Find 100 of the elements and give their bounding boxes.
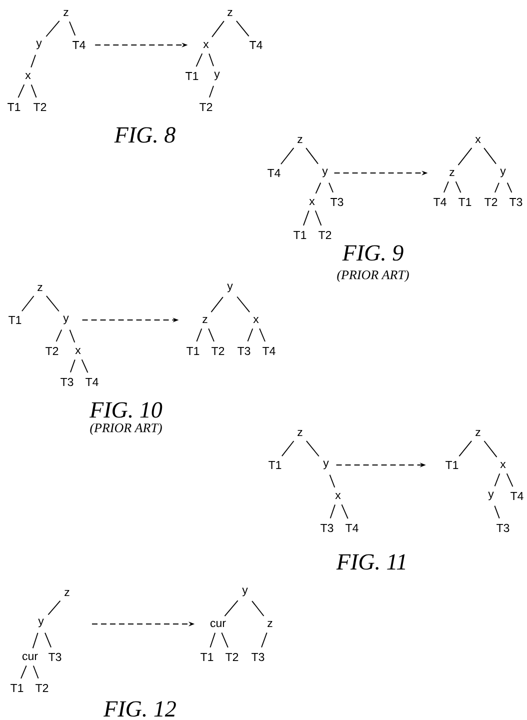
- tree-node-label: T4: [268, 169, 280, 177]
- branch-line: [20, 665, 27, 679]
- tree-node-label: T3: [496, 524, 510, 532]
- figure-caption: FIG. 10: [89, 402, 162, 418]
- tree-node-label: y: [214, 72, 220, 80]
- tree-node-label: T1: [8, 103, 20, 111]
- tree-node-label: cur: [22, 654, 38, 660]
- branch-line: [236, 296, 250, 313]
- branch-line: [212, 20, 224, 38]
- tree-node-label: x: [25, 72, 31, 80]
- tree-node-label: y: [63, 316, 69, 324]
- branch-line: [32, 665, 39, 679]
- tree-node-label: x: [75, 348, 81, 354]
- tree-node-label: T4: [72, 41, 86, 49]
- branch-line: [208, 85, 214, 98]
- tree-node-label: T1: [458, 198, 472, 206]
- branch-line: [328, 182, 334, 193]
- tree-node-label: T4: [434, 198, 446, 206]
- branch-line: [494, 473, 500, 487]
- branch-line: [48, 600, 61, 616]
- branch-line: [458, 148, 472, 166]
- tree-node-label: T1: [186, 347, 200, 355]
- tree-node-label: x: [309, 198, 315, 206]
- branch-line: [30, 84, 37, 98]
- branch-line: [330, 504, 336, 519]
- tree-node-label: T3: [510, 198, 522, 206]
- tree-node-label: x: [253, 316, 259, 324]
- tree-node-label: T1: [186, 72, 198, 80]
- tree-node-label: T1: [294, 231, 306, 239]
- tree-node-label: T2: [46, 347, 58, 356]
- figure-caption: FIG. 12: [103, 701, 176, 717]
- branch-line: [32, 632, 38, 649]
- branch-line: [455, 181, 462, 194]
- branch-line: [46, 20, 60, 37]
- branch-line: [208, 328, 214, 342]
- tree-node-label: T3: [330, 198, 344, 206]
- branch-line: [494, 505, 500, 519]
- tree-node-label: z: [450, 170, 454, 176]
- branch-line: [208, 53, 214, 67]
- tree-node-label: T2: [484, 198, 498, 206]
- branch-line: [506, 473, 514, 488]
- branch-line: [443, 181, 449, 193]
- tree-node-label: z: [64, 590, 70, 596]
- figure-caption: FIG. 9: [342, 245, 404, 261]
- tree-node-label: z: [298, 136, 302, 144]
- figure-caption: FIG. 11: [336, 554, 406, 570]
- tree-node-label: T2: [200, 103, 212, 112]
- tree-node-label: T2: [212, 347, 224, 356]
- tree-node-label: z: [476, 430, 480, 436]
- tree-node-label: T4: [250, 41, 262, 49]
- tree-node-label: y: [323, 460, 329, 470]
- tree-node-label: x: [500, 462, 506, 468]
- tree-node-label: T3: [252, 652, 264, 662]
- branch-line: [196, 53, 203, 68]
- tree-node-label: y: [488, 492, 494, 500]
- prior-art-note: (PRIOR ART): [337, 270, 409, 282]
- branch-line: [236, 20, 250, 37]
- tree-node-label: cur: [210, 620, 226, 628]
- branch-line: [21, 296, 34, 312]
- tree-node-label: T4: [86, 378, 98, 386]
- tree-node-label: T3: [238, 346, 250, 356]
- prior-art-note: (PRIOR ART): [90, 423, 162, 435]
- tree-node-label: T4: [262, 347, 276, 355]
- tree-node-label: z: [202, 316, 208, 324]
- tree-node-label: z: [38, 284, 42, 292]
- branch-line: [44, 632, 52, 648]
- tree-node-label: T1: [268, 461, 282, 469]
- figure-caption: FIG. 8: [114, 127, 176, 143]
- tree-node-label: T1: [8, 316, 22, 324]
- tree-node-label: z: [228, 10, 232, 16]
- branch-line: [281, 440, 294, 457]
- tree-node-label: T2: [34, 103, 46, 112]
- branch-line: [280, 148, 294, 165]
- branch-line: [18, 84, 25, 98]
- branch-line: [224, 600, 238, 616]
- tree-node-label: T4: [510, 492, 524, 500]
- branch-line: [196, 328, 202, 342]
- tree-node-label: y: [227, 284, 233, 292]
- tree-node-label: T3: [48, 652, 62, 662]
- branch-line: [261, 632, 268, 648]
- tree-node-label: z: [268, 620, 272, 628]
- branch-line: [30, 54, 36, 68]
- tree-node-label: y: [36, 40, 42, 50]
- branch-line: [210, 632, 216, 648]
- branch-line: [252, 600, 264, 616]
- branch-line: [69, 21, 76, 36]
- branch-line: [306, 440, 320, 457]
- branch-line: [315, 182, 322, 194]
- branch-line: [81, 359, 88, 374]
- tree-node-label: T3: [320, 524, 334, 532]
- tree-node-label: y: [38, 618, 44, 628]
- tree-node-label: T4: [346, 524, 358, 532]
- tree-node-label: z: [64, 10, 68, 16]
- branch-line: [458, 440, 472, 457]
- tree-node-label: x: [203, 42, 209, 48]
- branch-line: [247, 328, 254, 342]
- tree-node-label: T2: [226, 652, 238, 662]
- tree-node-label: y: [500, 168, 506, 178]
- branch-line: [221, 632, 228, 648]
- branch-line: [306, 148, 318, 164]
